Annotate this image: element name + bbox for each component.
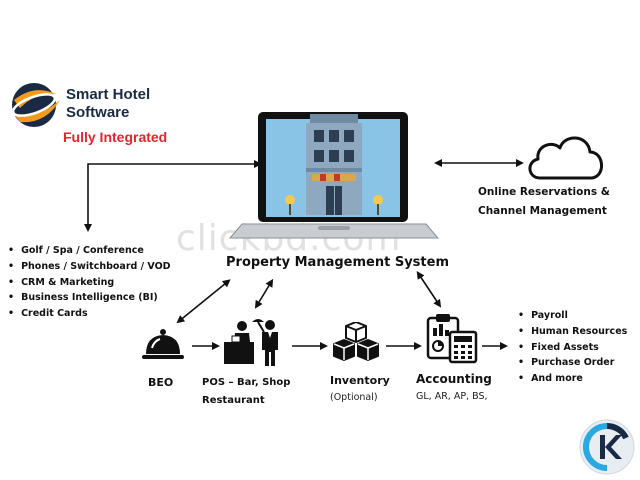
clickbd-badge-icon [578,418,636,476]
connector-pms-to-accounting [416,271,442,308]
accounting-note: GL, AR, AP, BS, [416,391,488,402]
list-item: Golf / Spa / Conference [8,243,171,259]
connector-pms-to-pos [254,278,274,309]
pos-label-line-1: POS – Bar, Shop [202,377,291,388]
list-item: Business Intelligence (BI) [8,290,171,306]
left-integrations-list: Golf / Spa / Conference Phones / Switchb… [8,243,171,322]
globe-logo-icon [11,83,60,127]
boxes-icon [332,322,380,366]
pms-title: Property Management System [226,255,449,270]
list-item: Human Resources [518,324,627,340]
pos-label-line-2: Restaurant [202,395,265,406]
laptop-building-icon [222,108,446,256]
logo-tagline: Fully Integrated [63,129,168,145]
list-item: Fixed Assets [518,340,627,356]
company-logo [6,78,66,138]
list-item: Payroll [518,308,627,324]
list-item: And more [518,371,627,387]
inventory-label: Inventory [330,374,390,387]
connector-pms-to-beo [176,279,231,324]
logo-line-2: Software [66,104,130,121]
list-item: Credit Cards [8,306,171,322]
cloche-icon [140,326,186,366]
inventory-note: (Optional) [330,392,378,403]
calculator-clipboard-icon [424,312,480,364]
waiter-counter-icon [222,316,286,368]
list-item: Phones / Switchboard / VOD [8,259,170,275]
cloud-label-line-1: Online Reservations & [478,186,610,198]
list-item: Purchase Order [518,355,627,371]
right-modules-list: Payroll Human Resources Fixed Assets Pur… [518,308,627,387]
cloud-label-line-2: Channel Management [478,205,607,217]
connector-pms-to-left-list [84,160,262,232]
list-item: CRM & Marketing [8,275,171,291]
accounting-label: Accounting [416,372,492,386]
logo-line-1: Smart Hotel [66,86,151,103]
cloud-icon [524,128,608,184]
beo-label: BEO [148,376,174,389]
